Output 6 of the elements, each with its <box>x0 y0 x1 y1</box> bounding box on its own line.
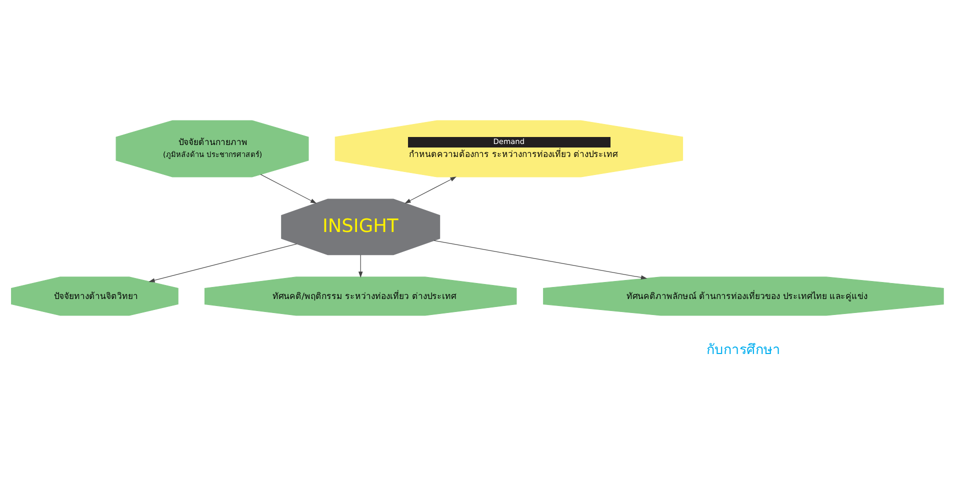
arrow <box>260 174 317 204</box>
arrow <box>434 240 648 280</box>
arrow <box>148 243 298 282</box>
arrow <box>404 176 456 203</box>
arrow <box>358 254 363 278</box>
label: กับการศึกษา <box>706 342 780 358</box>
